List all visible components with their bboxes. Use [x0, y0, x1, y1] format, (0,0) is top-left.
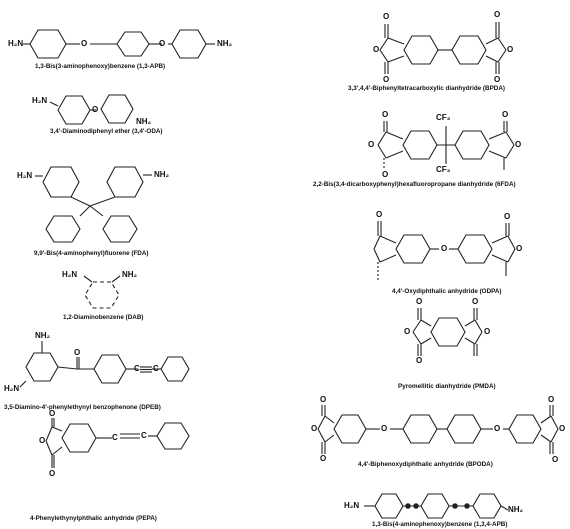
apb134-h2n-label: H₂N — [344, 501, 360, 510]
bpoda-o2: O — [311, 424, 318, 433]
bpoda-o4: O — [548, 395, 555, 404]
bpda-o4: O — [494, 10, 501, 19]
bpoda-ether-o2: O — [494, 424, 501, 433]
caption-bpoda: 4,4'-Biphenoxydiphthalic anhydride (BPOD… — [358, 461, 493, 468]
bpoda-o5: O — [559, 424, 566, 433]
oda-h2n-label: H₂N — [32, 96, 48, 105]
pepa-carbonyl-o2: O — [49, 469, 56, 478]
dpeb-h2n-label: H₂N — [4, 384, 20, 393]
apb134-nh2-label: NH₂ — [508, 505, 524, 514]
dab-nh2-label: NH₂ — [122, 270, 138, 279]
sixfda-o5: O — [515, 140, 522, 149]
pmda-o3: O — [416, 356, 423, 365]
pmda-structure — [412, 308, 483, 356]
apb13-ether-o1: O — [81, 39, 88, 48]
bpda-o6: O — [494, 75, 501, 84]
odpa-o3: O — [516, 244, 523, 253]
bpoda-o3: O — [320, 454, 327, 463]
oda-structure — [49, 94, 134, 125]
caption-pmda: Pyromellitic dianhydride (PMDA) — [398, 383, 496, 390]
caption-odpa: 4,4'-Oxydiphthalic anhydride (ODPA) — [392, 288, 502, 295]
sixfda-o2: O — [368, 140, 375, 149]
oda-ether-o: O — [92, 105, 99, 114]
caption-dpeb: 3,5-Diamino-4'-phenylethynyl benzophenon… — [4, 404, 161, 411]
sixfda-o1: O — [382, 110, 389, 119]
odpa-o1: O — [376, 210, 383, 219]
bpda-o3: O — [383, 75, 390, 84]
pmda-o2: O — [404, 327, 411, 336]
bpoda-o1: O — [320, 395, 327, 404]
bpoda-ether-o1: O — [381, 424, 388, 433]
sixfda-cf3-bottom: CF₃ — [436, 165, 451, 174]
sixfda-structure — [377, 121, 515, 170]
dpeb-carbonyl-o: O — [74, 348, 81, 357]
bpda-o2: O — [373, 45, 380, 54]
bpda-o5: O — [507, 45, 514, 54]
bpoda-o6: O — [552, 455, 559, 464]
dpeb-alkyne-c1: C — [134, 364, 140, 373]
bpoda-structure — [317, 405, 559, 454]
dab-structure — [83, 275, 121, 309]
pepa-alkyne-c1: C — [112, 433, 118, 442]
sixfda-o4: O — [502, 110, 509, 119]
dpeb-alkyne-c2: C — [153, 364, 159, 373]
dab-h2n-label: H₂N — [62, 270, 78, 279]
apb13-nh2-label: NH₂ — [217, 39, 233, 48]
bpda-structure — [379, 22, 507, 74]
caption-sixfda: 2,2-Bis(3,4-dicarboxyphenyl)hexafluoropr… — [313, 181, 516, 188]
bpda-o1: O — [383, 12, 390, 21]
odpa-ether-o: O — [441, 244, 448, 253]
fda-h2n-label: H₂N — [17, 171, 33, 180]
pmda-o4: O — [472, 297, 479, 306]
apb13-structure — [23, 29, 215, 59]
caption-apb13: 1,3-Bis(3-aminophenoxy)benzene (1,3-APB) — [35, 63, 166, 70]
pmda-o1: O — [416, 297, 423, 306]
fda-nh2-label: NH₂ — [154, 170, 170, 179]
caption-bpda: 3,3',4,4'-Biphenyltetracarboxylic dianhy… — [348, 85, 505, 92]
sixfda-cf3-top: CF₃ — [436, 113, 451, 122]
odpa-structure — [373, 221, 516, 280]
pmda-o5: O — [484, 327, 491, 336]
apb13-h2n-label: H₂N — [8, 39, 24, 48]
oda-nh2-label: NH₂ — [136, 117, 152, 126]
dpeb-structure — [19, 341, 190, 388]
pepa-carbonyl-o1: O — [49, 409, 56, 418]
caption-oda: 3,4'-Diaminodiphenyl ether (3,4'-ODA) — [50, 128, 163, 135]
apb13-ether-o2: O — [159, 39, 166, 48]
caption-dab: 1,2-Diaminobenzene (DAB) — [63, 314, 144, 321]
apb134-structure — [364, 493, 509, 519]
fda-structure — [35, 166, 152, 243]
caption-pepa: 4-Phenylethynylphthalic anhydride (PEPA) — [30, 515, 157, 522]
caption-apb134: 1,3-Bis(4-aminophenoxy)benzene (1,3,4-AP… — [372, 521, 508, 528]
pepa-ring-o: O — [39, 436, 46, 445]
caption-fda: 9,9'-Bis(4-aminophenyl)fluorene (FDA) — [34, 250, 149, 257]
pepa-structure — [45, 418, 190, 468]
dpeb-nh2-label: NH₂ — [35, 331, 51, 340]
odpa-o2: O — [504, 212, 511, 221]
sixfda-o3: O — [382, 170, 389, 179]
pepa-alkyne-c2: C — [141, 431, 147, 440]
